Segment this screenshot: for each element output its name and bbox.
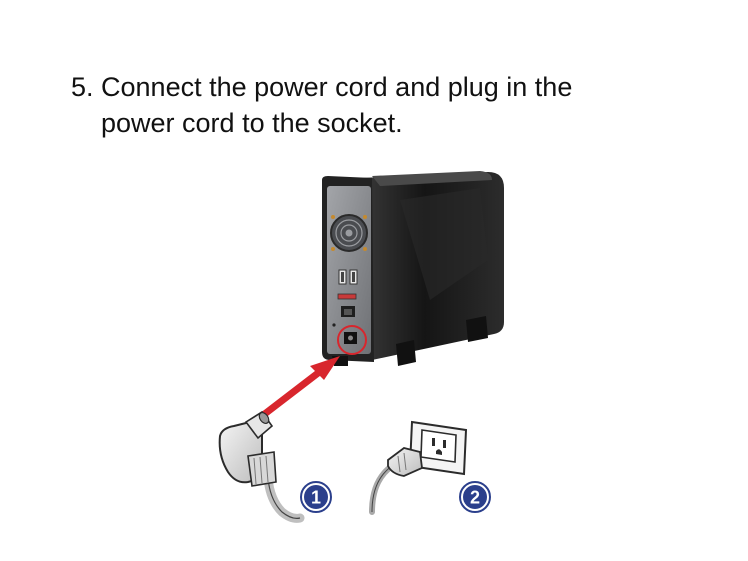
step-badge-2-label: 2 — [470, 488, 480, 508]
dc-power-plug-icon — [218, 410, 305, 523]
nas-device-icon — [322, 171, 504, 366]
step-badge-1: 1 — [300, 481, 332, 513]
arrow-icon — [258, 356, 340, 420]
power-socket-icon — [344, 332, 357, 344]
power-socket-highlight — [337, 325, 367, 355]
wall-socket-icon — [408, 420, 468, 476]
lan-port-icon — [341, 306, 355, 317]
step-badge-2: 2 — [459, 481, 491, 513]
usb-port-icon — [338, 269, 358, 285]
fan-icon — [330, 214, 368, 252]
instruction-line-2: power cord to the socket. — [101, 108, 403, 138]
ac-plug-icon — [369, 447, 423, 515]
instruction-text: 5. Connect the power cord and plug in th… — [71, 69, 691, 141]
step-badge-1-label: 1 — [311, 488, 321, 508]
instruction-line-1: 5. Connect the power cord and plug in th… — [71, 72, 573, 102]
